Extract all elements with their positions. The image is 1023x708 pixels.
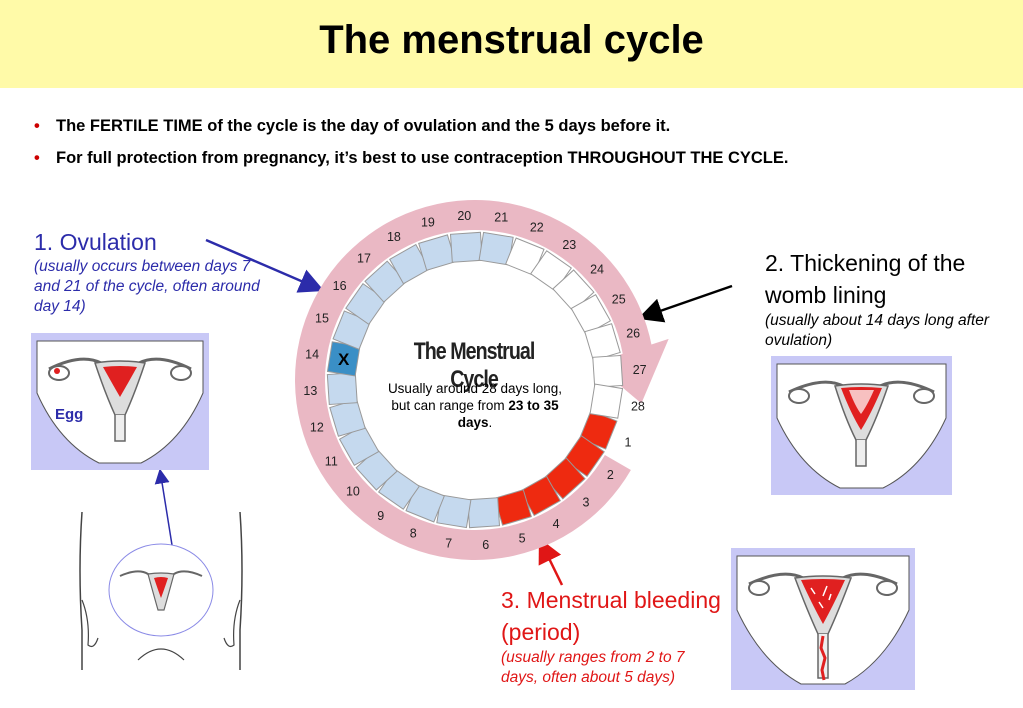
- cycle-day-box: [449, 231, 483, 263]
- cycle-day-number: 24: [590, 262, 604, 276]
- cycle-day-number: 2: [607, 468, 614, 482]
- egg-label: Egg: [55, 406, 84, 423]
- cycle-day-number: 4: [553, 517, 560, 531]
- uterus-ovulation-panel: [31, 333, 209, 470]
- thickening-arrow: [637, 284, 733, 323]
- page-title: The menstrual cycle: [319, 18, 704, 62]
- cycle-day-number: 23: [562, 238, 576, 252]
- cycle-day-number: 10: [346, 485, 360, 499]
- cycle-title: The Menstrual Cycle: [413, 338, 536, 393]
- cycle-day-number: 17: [357, 251, 371, 265]
- ovulation-mark: X: [338, 350, 350, 369]
- cycle-day-number: 14: [305, 347, 319, 361]
- cycle-day-number: 12: [310, 421, 324, 435]
- ovulation-note: (usually occurs between days 7 and 21 of…: [34, 257, 260, 315]
- cycle-day-number: 15: [315, 312, 329, 326]
- cycle-day-box: [326, 372, 358, 406]
- cycle-day-box: [592, 354, 624, 388]
- cycle-ring-arrowhead: [593, 338, 669, 404]
- bullet-dot-icon: •: [34, 149, 40, 167]
- cycle-day-number: 19: [421, 215, 435, 229]
- cycle-day-number: 28: [631, 400, 645, 414]
- body-to-panel-connector: [154, 468, 173, 546]
- cycle-center-text-range: 23 to 35 days: [457, 398, 559, 430]
- cycle-center-text: Usually around 28 days long, but can ran…: [382, 380, 568, 431]
- thickening-label: 2. Thickening of the womb lining (usuall…: [765, 247, 1005, 351]
- bullet-dot-icon: •: [34, 117, 40, 135]
- cycle-day-number: 7: [445, 536, 452, 550]
- bleeding-note: (usually ranges from 2 to 7 days, often …: [501, 649, 685, 686]
- bleeding-arrow: [538, 537, 564, 586]
- bullet-list: • The FERTILE TIME of the cycle is the d…: [34, 116, 1014, 180]
- cycle-day-number: 9: [377, 509, 384, 523]
- cycle-day-number: 8: [410, 526, 417, 540]
- cycle-inner-circle: [357, 262, 593, 498]
- body-outline: [79, 511, 243, 670]
- cycle-day-number: 11: [325, 455, 338, 469]
- cycle-day-number: 13: [303, 384, 317, 398]
- cycle-day-number: 3: [583, 496, 590, 510]
- ovulation-arrow: [205, 238, 325, 293]
- cycle-day-number: 20: [457, 209, 471, 223]
- cycle-day-boxes: X: [326, 231, 624, 529]
- thickening-heading: 2. Thickening of the womb lining: [765, 250, 966, 308]
- bullet-item: • For full protection from pregnancy, it…: [34, 148, 1014, 168]
- title-bar: [0, 0, 1023, 88]
- cycle-day-number: 22: [530, 221, 544, 235]
- cycle-day-box: [467, 497, 501, 529]
- cycle-day-number: 16: [333, 279, 347, 293]
- cycle-day-number: 18: [387, 230, 401, 244]
- cycle-day-number: 6: [482, 538, 489, 552]
- cycle-day-box: [589, 383, 624, 419]
- bullet-item: • The FERTILE TIME of the cycle is the d…: [34, 116, 1014, 136]
- bullet-text: For full protection from pregnancy, it’s…: [56, 149, 789, 167]
- bullet-text: The FERTILE TIME of the cycle is the day…: [56, 117, 671, 135]
- cycle-day-number: 21: [494, 211, 508, 225]
- thickening-note: (usually about 14 days long after ovulat…: [765, 312, 990, 349]
- ovulation-heading: 1. Ovulation: [34, 229, 157, 255]
- uterus-thickening-panel: [771, 356, 952, 495]
- cycle-center-text-prefix: Usually around 28 days long, but can ran…: [387, 381, 563, 413]
- cycle-day-number: 27: [633, 363, 647, 377]
- cycle-ring: [294, 200, 669, 561]
- bleeding-label: 3. Menstrual bleeding (period) (usually …: [501, 584, 721, 688]
- uterus-bleeding-panel: [731, 548, 915, 690]
- ovulation-label: 1. Ovulation (usually occurs between day…: [34, 229, 264, 317]
- cycle-day-number: 1: [625, 435, 632, 449]
- cycle-day-number: 26: [626, 326, 640, 340]
- bleeding-heading: 3. Menstrual bleeding (period): [501, 587, 721, 645]
- egg-icon: [54, 368, 60, 374]
- cycle-center-text-suffix: .: [488, 415, 493, 430]
- cycle-day-number: 5: [519, 532, 526, 546]
- cycle-day-number: 25: [612, 292, 626, 306]
